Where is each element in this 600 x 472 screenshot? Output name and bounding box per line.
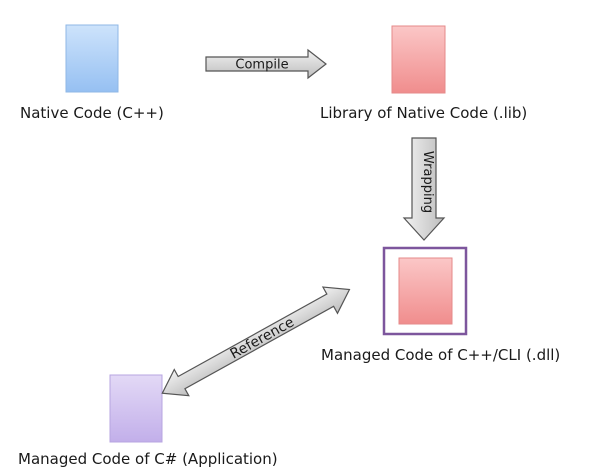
reference-arrow: Reference [161,286,351,397]
compile-arrow-icon [205,48,327,80]
native-code-label: Native Code (C++) [20,104,164,122]
compile-arrow-label: Compile [235,58,288,73]
managed-csharp-document-icon [109,374,163,443]
managed-cli-label: Managed Code of C++/CLI (.dll) [321,346,561,364]
native-library-label: Library of Native Code (.lib) [320,104,528,122]
managed-csharp-label: Managed Code of C# (Application) [18,450,278,468]
reference-arrow-label: Reference [228,314,297,362]
wrapping-arrow-icon [402,137,446,241]
native-code-document-icon [65,24,119,93]
native-library-document-icon [391,25,446,94]
wrapping-arrow-label: Wrapping [420,151,435,213]
reference-arrow-icon [161,286,351,397]
managed-cli-document-icon [398,257,453,325]
